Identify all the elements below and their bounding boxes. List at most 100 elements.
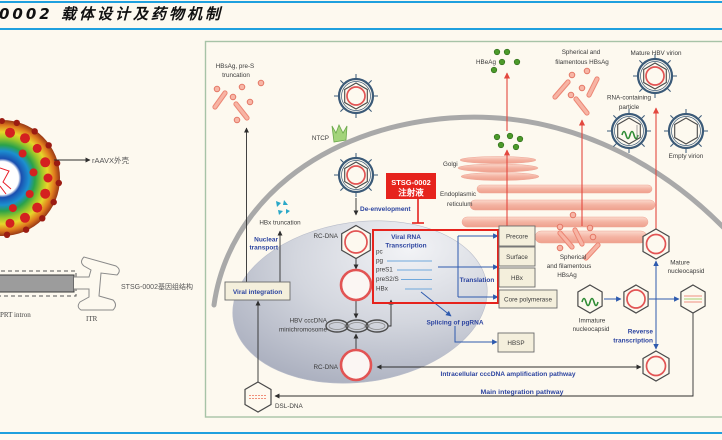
viral-integration-label: Viral integration <box>233 289 282 296</box>
spherical-filamentous-hbsag-particles <box>552 67 600 116</box>
genome-construct <box>0 256 120 311</box>
diagram-frame <box>204 40 722 418</box>
er-label-line2: reticulum <box>447 201 473 208</box>
nuclear-transport-label-line1: Nuclear <box>254 237 278 244</box>
golgi-label: Golgi <box>443 161 458 168</box>
hbx-truncation-label: HBx truncation <box>259 220 301 227</box>
rc-dna-capsid-icon <box>341 224 371 260</box>
raav-capsid <box>0 118 62 238</box>
header-rule-top <box>0 1 722 3</box>
mature-nucleocapsid-label-line1: Mature <box>670 260 690 267</box>
protein-box-surface <box>498 246 536 267</box>
reverse-transcription-label-line2: transcription <box>613 338 653 345</box>
immature-nucleocapsid-label-line1: Immature <box>579 318 606 325</box>
page-title: 0002 载体设计及药物机制 <box>0 5 223 23</box>
drug-form: 注射液 <box>398 188 424 198</box>
itr-label: ITR <box>86 315 98 323</box>
mature-virion-label: Mature HBV virion <box>630 50 682 57</box>
hbeag-secreted-dots <box>490 48 521 74</box>
empty-virion-icon <box>662 107 710 155</box>
hbsag-pres-label-line1: HBsAg, pre-S <box>216 63 255 70</box>
capsid-label: rAAVX外壳 <box>92 155 129 165</box>
incoming-virion-icon <box>332 72 380 120</box>
mature-nucleocapsid-label-line2: nucleocapsid <box>668 268 705 275</box>
cccdna-to-transcription-arrow <box>388 299 394 327</box>
hbeag-label: HBeAg <box>476 59 496 66</box>
viral-rna-transcription-box <box>372 229 499 304</box>
transcription-title-line1: Viral RNA <box>391 234 421 241</box>
rna-containing-particle-icon <box>605 107 653 155</box>
transcript-label-hbx: HBx <box>376 286 389 293</box>
empty-virion-label: Empty virion <box>669 153 704 160</box>
rna-particle-label-line1: RNA-containing <box>607 95 652 102</box>
rna-particle-label-line2: particle <box>619 104 640 111</box>
intron-label: PRT intron <box>0 311 31 319</box>
protein-box-hbsp <box>497 332 535 353</box>
itr-hairpin-icon <box>74 256 120 311</box>
dsl-dna-label: DSL-DNA <box>275 403 303 410</box>
nuclear-rc-dna-label: RC-DNA <box>314 364 339 371</box>
rc-dna-label: RC-DNA <box>314 233 339 240</box>
protein-label-hbx: HBx <box>511 275 524 282</box>
transcription-title-line2: Transcription <box>385 243 426 250</box>
cell-membrane <box>211 114 722 308</box>
integration-pathway-label: Main integration pathway <box>481 389 564 396</box>
intracellular-hbsag-label-line3: HBsAg <box>557 272 577 279</box>
drug-name: STSG-0002 <box>391 178 431 187</box>
stsg-0002-drug-box <box>386 173 436 199</box>
dsl-dna-nucleocapsid-icon <box>680 284 706 314</box>
hbx-truncation-icon <box>276 200 290 215</box>
spherical-filamentous-label-line2: filamentous HBsAg <box>555 59 609 66</box>
rc-dna-nucleocapsid-icon <box>623 284 649 314</box>
recycled-rc-dna-circle <box>339 348 373 382</box>
nuclear-rc-dna-circle <box>339 268 373 302</box>
splicing-label: Splicing of pgRNA <box>426 320 483 327</box>
transcript-label-pres2s: preS2/S <box>376 276 399 283</box>
cccdna-label-line2: minichromosome <box>279 327 327 334</box>
genome-structure-label: STSG-0002基因组结构 <box>121 282 193 291</box>
immature-nucleocapsid-icon <box>577 284 603 314</box>
capsid-spikes <box>0 118 62 238</box>
splicing-to-hbsp-arrow <box>454 326 498 345</box>
protein-label-precore: Precore <box>506 234 529 241</box>
capsid-surface-blobs <box>5 127 53 228</box>
protein-label-hbsp: HBSP <box>507 340 524 347</box>
intracellular-pathway-label: Intracellular cccDNA amplification pathw… <box>441 371 576 378</box>
spherical-filamentous-label-line1: Spherical and <box>562 49 601 56</box>
cccdna-minichromosome-icon <box>325 319 389 333</box>
main-integration-arrow <box>274 313 694 399</box>
reverse-transcription-label-line1: Reverse <box>628 329 654 336</box>
transgene-bar <box>0 274 75 293</box>
hbsag-pres-truncation-particles <box>212 79 265 124</box>
protein-box-precore <box>498 225 536 247</box>
ntcp-label: NTCP <box>312 135 329 142</box>
dsl-dna-icon <box>244 381 272 413</box>
transcript-label-pg: pg <box>376 258 384 265</box>
intracellular-hbsag-label-line1: Spherical <box>560 254 586 261</box>
protein-label-surface: Surface <box>506 254 528 261</box>
ntcp-receptor-icon <box>331 124 348 143</box>
recycling-nucleocapsid-icon <box>642 350 670 382</box>
viral-integration-box <box>224 281 291 301</box>
transcript-label-pres1: preS1 <box>376 267 393 274</box>
inhibition-symbol <box>412 199 424 224</box>
capsid-genome <box>0 162 16 195</box>
protein-box-hbx <box>498 267 536 288</box>
hbsag-pres-label-line2: truncation <box>222 72 250 79</box>
intracellular-hbsag-particles <box>556 211 601 261</box>
hbeag-intracellular-dots <box>493 132 524 151</box>
cccdna-label-line1: HBV cccDNA <box>290 318 328 325</box>
attached-virion-icon <box>332 151 380 199</box>
immature-nucleocapsid-label-line2: nucleocapsid <box>573 326 610 333</box>
translation-label: Translation <box>460 277 495 284</box>
protein-label-core-polymerase: Core polymerase <box>504 297 552 304</box>
footer-rule <box>0 432 722 434</box>
protein-box-core-polymerase <box>498 289 558 309</box>
transcript-label-pc: pc <box>376 249 383 256</box>
header-rule-bottom <box>0 28 722 30</box>
er-label-line1: Endoplasmic <box>440 191 476 198</box>
mature-hbv-virion-icon <box>631 52 679 100</box>
nuclear-transport-label-line2: transport <box>249 245 278 252</box>
de-envelopment-label: De-envelopment <box>360 206 411 213</box>
